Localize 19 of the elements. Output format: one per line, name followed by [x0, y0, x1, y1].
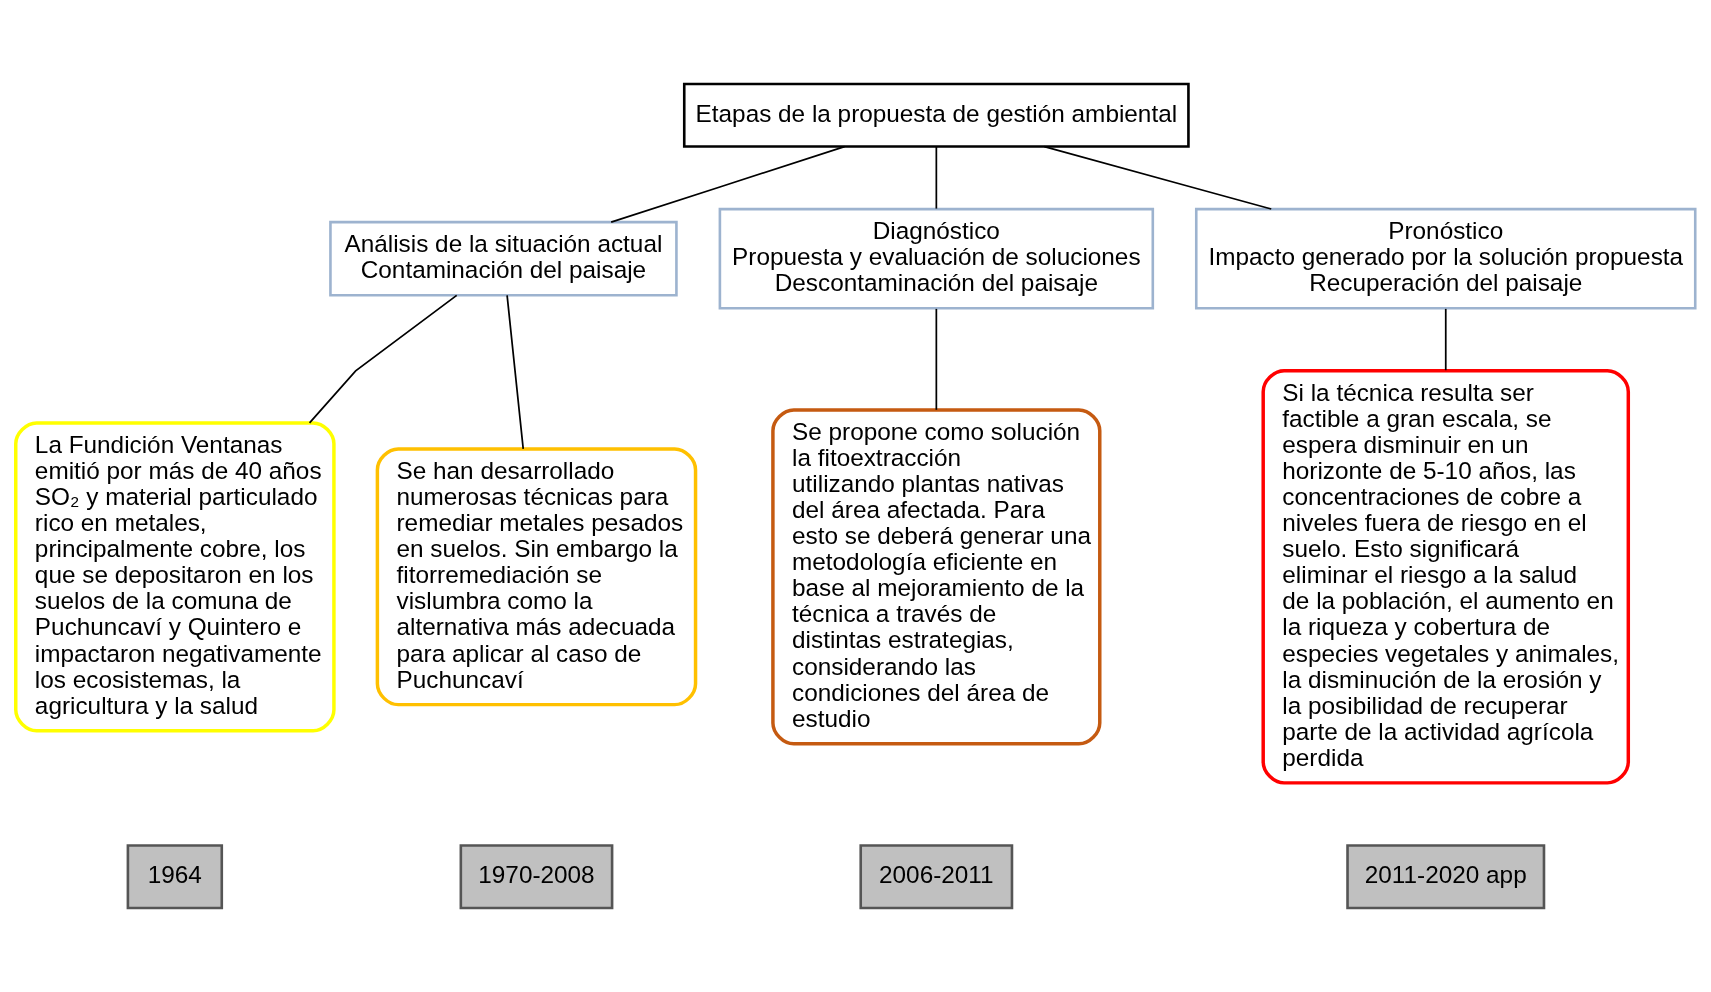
connector	[935, 145, 938, 210]
node-box: Si la técnica resulta ser factible a gran escala, se espera disminuir en un horizonte de 5-10 años, las concentraciones de cobre a niveles fuera de riesgo en el suelo. Esto significará eliminar el riesgo a la salud de la población, el aumento en la riqueza y cobertura de especies vegetales y animales, la disminución de la erosión y la posibilidad de recuperar parte de la actividad agrícola perdida	[1261, 369, 1631, 785]
node-box: La Fundición Ventanas emitió por más de 40 años SO₂ y material particulado rico en metales, principalmente cobre, los que se depositaron en los suelos de la comuna de Puchuncaví y Quintero e impactaron negativamente los ecosistemas, la agricultura y la salud	[14, 421, 336, 733]
node-box: Diagnóstico Propuesta y evaluación de soluciones Descontaminación del paisaje	[718, 207, 1155, 310]
connector	[610, 145, 846, 223]
connector	[308, 294, 458, 424]
connector	[935, 308, 938, 411]
node-box: Pronóstico Impacto generado por la solución propuesta Recuperación del paisaje	[1194, 207, 1697, 310]
connector	[1043, 145, 1273, 210]
node-box: 1964	[126, 844, 224, 910]
node-box: Etapas de la propuesta de gestión ambiental	[682, 82, 1190, 148]
node-box: 2006-2011	[859, 844, 1014, 910]
node-box: 1970-2008	[459, 844, 614, 910]
node-box: Se han desarrollado numerosas técnicas para remediar metales pesados en suelos. Sin embargo la fitorremediación se vislumbra como la alternativa más adecuada para aplicar al caso de Puchuncaví	[375, 447, 698, 707]
node-box: 2011-2020 app	[1346, 844, 1546, 910]
connector	[1444, 308, 1447, 372]
connector	[506, 294, 525, 450]
node-box: Se propone como solución la fitoextracción utilizando plantas nativas del área afectada. Para esto se deberá generar una metodología eficiente en base al mejoramiento de la técnica a través de distintas estrategias, considerando las condiciones del área de estudio	[771, 408, 1102, 746]
node-box: Análisis de la situación actual Contaminación del paisaje	[329, 220, 678, 297]
